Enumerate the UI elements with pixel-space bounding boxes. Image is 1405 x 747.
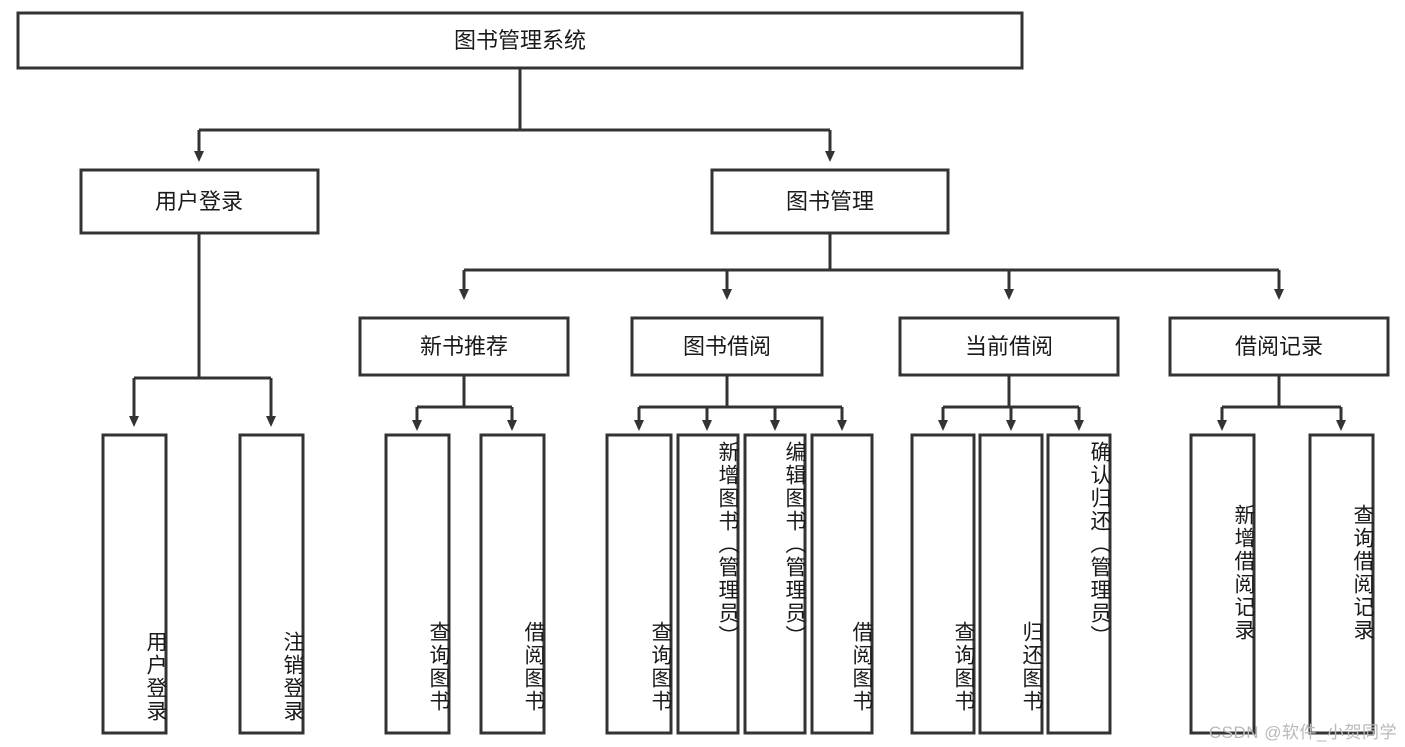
node-label-current-borrow: 当前借阅 xyxy=(965,334,1053,359)
node-label-new-book-recommend: 新书推荐 xyxy=(420,334,508,359)
node-label-user-login: 用户登录 xyxy=(155,189,243,214)
connector-group-user-login xyxy=(129,233,276,427)
leaf-box-book-borrow-4[interactable] xyxy=(810,433,874,735)
leaf-box-user-login-2[interactable] xyxy=(238,433,305,735)
csdn-watermark: CSDN @软件_小贺同学 xyxy=(1208,723,1397,742)
leaf-box-current-borrow-1[interactable] xyxy=(910,433,976,735)
node-root-library-system[interactable]: 图书管理系统 xyxy=(16,11,1024,70)
connector-group-borrow-record xyxy=(1217,375,1346,431)
leaf-box-current-borrow-2[interactable] xyxy=(978,433,1044,735)
leaf-box-book-borrow-1[interactable] xyxy=(605,433,673,735)
node-book-management[interactable]: 图书管理 xyxy=(710,168,950,235)
node-label-book-management: 图书管理 xyxy=(786,189,874,214)
connector-group-current-borrow xyxy=(938,375,1084,431)
leaf-box-new-book-2[interactable] xyxy=(479,433,546,735)
connector-group-book-mgmt xyxy=(459,233,1284,300)
leaf-box-user-login-1[interactable] xyxy=(101,433,168,735)
leaf-box-borrow-record-2[interactable] xyxy=(1308,433,1375,735)
node-book-borrow[interactable]: 图书借阅 xyxy=(630,316,824,377)
node-current-borrow[interactable]: 当前借阅 xyxy=(898,316,1120,377)
node-label-borrow-record: 借阅记录 xyxy=(1235,334,1323,359)
leaf-box-current-borrow-3[interactable] xyxy=(1046,433,1112,735)
node-label-book-borrow: 图书借阅 xyxy=(683,334,771,359)
leaf-box-new-book-1[interactable] xyxy=(384,433,451,735)
node-new-book-recommend[interactable]: 新书推荐 xyxy=(358,316,570,377)
leaf-box-book-borrow-3[interactable] xyxy=(743,433,807,735)
leaf-box-book-borrow-2[interactable] xyxy=(676,433,740,735)
connector-group-book-borrow xyxy=(634,375,847,431)
node-borrow-record[interactable]: 借阅记录 xyxy=(1168,316,1390,377)
node-label-root: 图书管理系统 xyxy=(454,28,586,53)
node-user-login[interactable]: 用户登录 xyxy=(79,168,320,235)
connector-group-new-book xyxy=(412,375,517,431)
leaf-box-borrow-record-1[interactable] xyxy=(1189,433,1256,735)
connector-group-root xyxy=(194,68,835,162)
